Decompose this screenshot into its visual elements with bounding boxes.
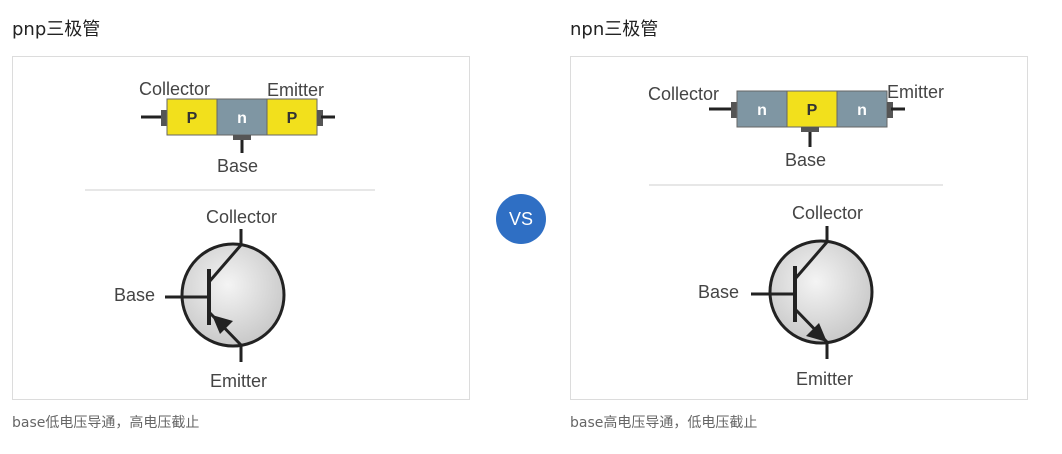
pnp-block-base-label: Base bbox=[217, 156, 258, 176]
npn-seg1-label: n bbox=[757, 102, 767, 119]
pnp-n-region bbox=[216, 98, 268, 136]
pnp-emitter-arrow-icon bbox=[212, 315, 233, 334]
npn-block-base-label: Base bbox=[785, 150, 826, 170]
pnp-schematic-symbol: Collector Base Emitter bbox=[114, 207, 286, 391]
npn-seg3-label: n bbox=[857, 102, 867, 119]
npn-schematic-symbol: Collector Base Emitter bbox=[698, 203, 874, 389]
pnp-caption: base低电压导通，高电压截止 bbox=[12, 415, 200, 431]
npn-symbol-emitter-label: Emitter bbox=[796, 369, 853, 389]
npn-symbol-collector-label: Collector bbox=[792, 203, 863, 223]
npn-caption: base高电压导通，低电压截止 bbox=[570, 415, 758, 431]
pnp-title: pnp三极管 bbox=[12, 19, 101, 40]
npn-symbol-base-label: Base bbox=[698, 282, 739, 302]
pnp-symbol-collector-label: Collector bbox=[206, 207, 277, 227]
npn-n-region-right bbox=[836, 90, 888, 128]
npn-symbol-circle bbox=[768, 239, 874, 345]
npn-p-region bbox=[786, 90, 838, 128]
npn-diagram-card: n P n Collector Emitter Base Collector bbox=[570, 56, 1028, 400]
pnp-symbol-collector-line bbox=[207, 244, 243, 283]
npn-collector-terminal bbox=[731, 102, 737, 118]
pnp-seg3-label: P bbox=[287, 110, 298, 127]
npn-base-terminal bbox=[801, 127, 819, 132]
npn-emitter-arrow-icon bbox=[806, 323, 827, 342]
pnp-diagram-card: P n P Collector Emitter Base Colle bbox=[12, 56, 470, 400]
npn-symbol-collector-line bbox=[793, 241, 829, 280]
pnp-base-terminal bbox=[233, 135, 251, 140]
pnp-symbol-circle bbox=[180, 242, 286, 348]
npn-title: npn三极管 bbox=[570, 19, 659, 40]
pnp-collector-terminal bbox=[161, 110, 167, 126]
pnp-p-region-right bbox=[266, 98, 318, 136]
pnp-block-emitter-label: Emitter bbox=[267, 80, 324, 100]
npn-block-emitter-label: Emitter bbox=[887, 82, 944, 102]
pnp-symbol-base-label: Base bbox=[114, 285, 155, 305]
vs-badge: VS bbox=[496, 194, 546, 244]
pnp-block-collector-label: Collector bbox=[139, 79, 210, 99]
pnp-block-diagram: P n P Collector Emitter Base bbox=[139, 79, 335, 176]
pnp-diagram: P n P Collector Emitter Base Colle bbox=[85, 79, 375, 391]
npn-emitter-terminal bbox=[887, 102, 893, 118]
pnp-symbol-emitter-label: Emitter bbox=[210, 371, 267, 391]
npn-seg2-label: P bbox=[807, 102, 818, 119]
npn-block-collector-label: Collector bbox=[648, 84, 719, 104]
npn-diagram: n P n Collector Emitter Base Collector bbox=[648, 82, 944, 389]
pnp-seg2-label: n bbox=[237, 110, 247, 127]
npn-block-diagram: n P n Collector Emitter Base bbox=[648, 82, 944, 170]
pnp-emitter-terminal bbox=[317, 110, 323, 126]
pnp-seg1-label: P bbox=[187, 110, 198, 127]
